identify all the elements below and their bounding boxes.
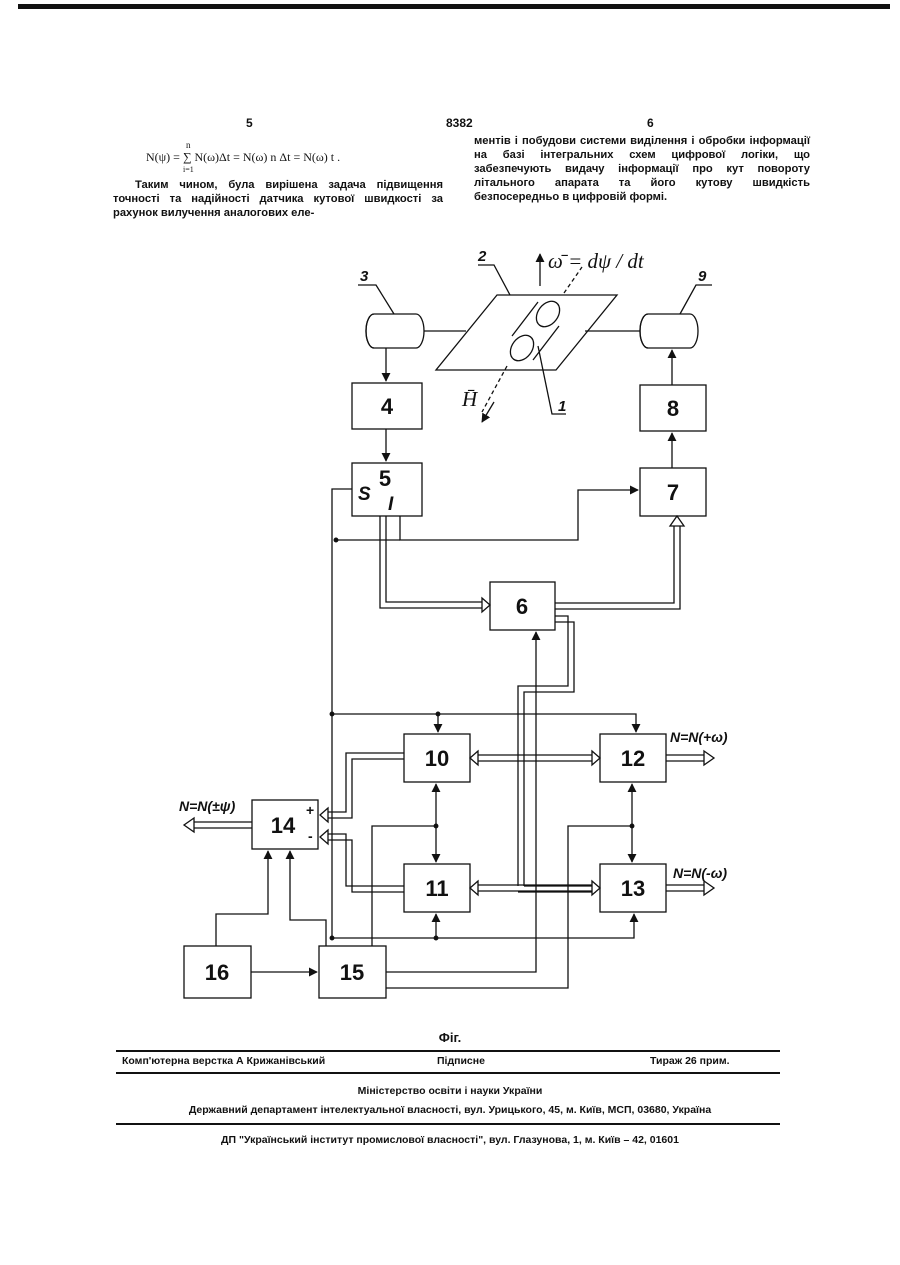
block-5-label: 5 [379,466,391,491]
output-psi-label: N=N(±ψ) [179,798,236,814]
block-11-label: 11 [425,876,448,901]
sensor-3-cylinder [366,314,424,348]
callout-9: 9 [698,268,707,285]
footer-rule-3 [116,1123,780,1125]
omega-label: ω̄ = dψ / dt [548,249,645,273]
h-label: H̄ [461,387,479,411]
block-14-plus: + [306,802,314,818]
callout-1: 1 [558,398,566,415]
block-10-label: 10 [425,746,449,771]
output-plus-omega-label: N=N(+ω) [670,729,728,745]
block-15-label: 15 [340,960,364,985]
footer-department: Державний департамент інтелектуальної вл… [0,1104,900,1116]
block-12-label: 12 [621,746,645,771]
block-4-label: 4 [381,394,394,419]
footer-layout: Комп'ютерна верстка А Крижанівський [122,1055,325,1067]
footer-signed: Підписне [437,1055,485,1067]
gyro-plate [436,295,617,370]
footer-rule-2 [116,1072,780,1074]
block-5-s-label: S [358,484,371,505]
block-5-i-label: I [388,494,394,515]
block-16-label: 16 [205,960,229,985]
figure-caption: Фіг. [0,1030,900,1045]
footer-institute: ДП "Український інститут промислової вла… [0,1134,900,1146]
block-diagram: 4 5 6 7 8 10 11 12 13 14 15 16 S I + - 3… [0,0,900,1020]
block-7-label: 7 [667,480,679,505]
footer-rule-1 [116,1050,780,1052]
block-6-label: 6 [516,594,528,619]
sensor-9-cylinder [640,314,698,348]
gyroscope-rotor [482,267,582,412]
block-14-minus: - [308,828,313,844]
block-8-label: 8 [667,396,679,421]
block-14-label: 14 [271,813,296,838]
callout-3: 3 [360,268,369,285]
footer-circulation: Тираж 26 прим. [650,1055,730,1067]
block-13-label: 13 [621,876,645,901]
footer-ministry: Міністерство освіти і науки України [0,1085,900,1097]
callout-2: 2 [477,248,487,265]
output-minus-omega-label: N=N(-ω) [673,865,727,881]
